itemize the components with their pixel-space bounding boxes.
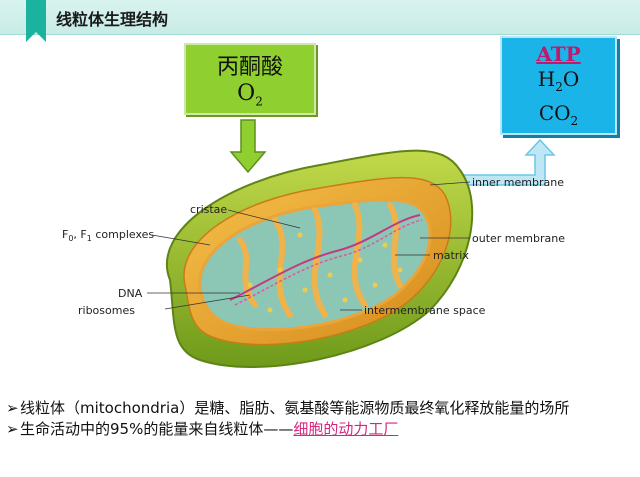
up-arrow-icon bbox=[461, 138, 556, 186]
header-banner: 线粒体生理结构 bbox=[0, 0, 640, 42]
pyruvate-label: 丙酮酸 bbox=[216, 55, 283, 80]
water-label: H2O bbox=[537, 67, 580, 94]
bullet-1: ➢ 线粒体（mitochondria）是糖、脂肪、氨基酸等能源物质最终氧化释放能… bbox=[6, 399, 570, 417]
label-intermembrane-space: intermembrane space bbox=[364, 304, 486, 317]
label-ribosomes: ribosomes bbox=[78, 304, 135, 317]
bullet-arrow-icon: ➢ bbox=[6, 399, 19, 417]
mitochondrion-illustration bbox=[147, 149, 474, 368]
highlight-phrase: 细胞的动力工厂 bbox=[293, 420, 399, 438]
description-text: ➢ 线粒体（mitochondria）是糖、脂肪、氨基酸等能源物质最终氧化释放能… bbox=[6, 398, 634, 440]
page-title: 线粒体生理结构 bbox=[56, 10, 169, 29]
oxygen-label: O2 bbox=[237, 81, 263, 109]
co2-label: CO2 bbox=[538, 101, 579, 128]
bullet-arrow-icon: ➢ bbox=[6, 420, 19, 438]
bullet-2: ➢ 生命活动中的95%的能量来自线粒体——细胞的动力工厂 bbox=[6, 420, 399, 438]
output-products-box: ATP H2O CO2 bbox=[500, 36, 617, 135]
atp-label: ATP bbox=[536, 42, 581, 66]
label-inner-membrane: inner membrane bbox=[472, 176, 564, 189]
label-cristae: cristae bbox=[190, 203, 228, 216]
input-substances-box: 丙酮酸 O2 bbox=[184, 43, 316, 115]
label-dna: DNA bbox=[118, 287, 143, 300]
label-matrix: matrix bbox=[433, 249, 469, 262]
bookmark-icon bbox=[26, 0, 46, 42]
down-arrow-icon bbox=[229, 119, 267, 174]
label-f-complexes: F0, F1 complexes bbox=[62, 228, 155, 244]
label-outer-membrane: outer membrane bbox=[472, 232, 565, 245]
